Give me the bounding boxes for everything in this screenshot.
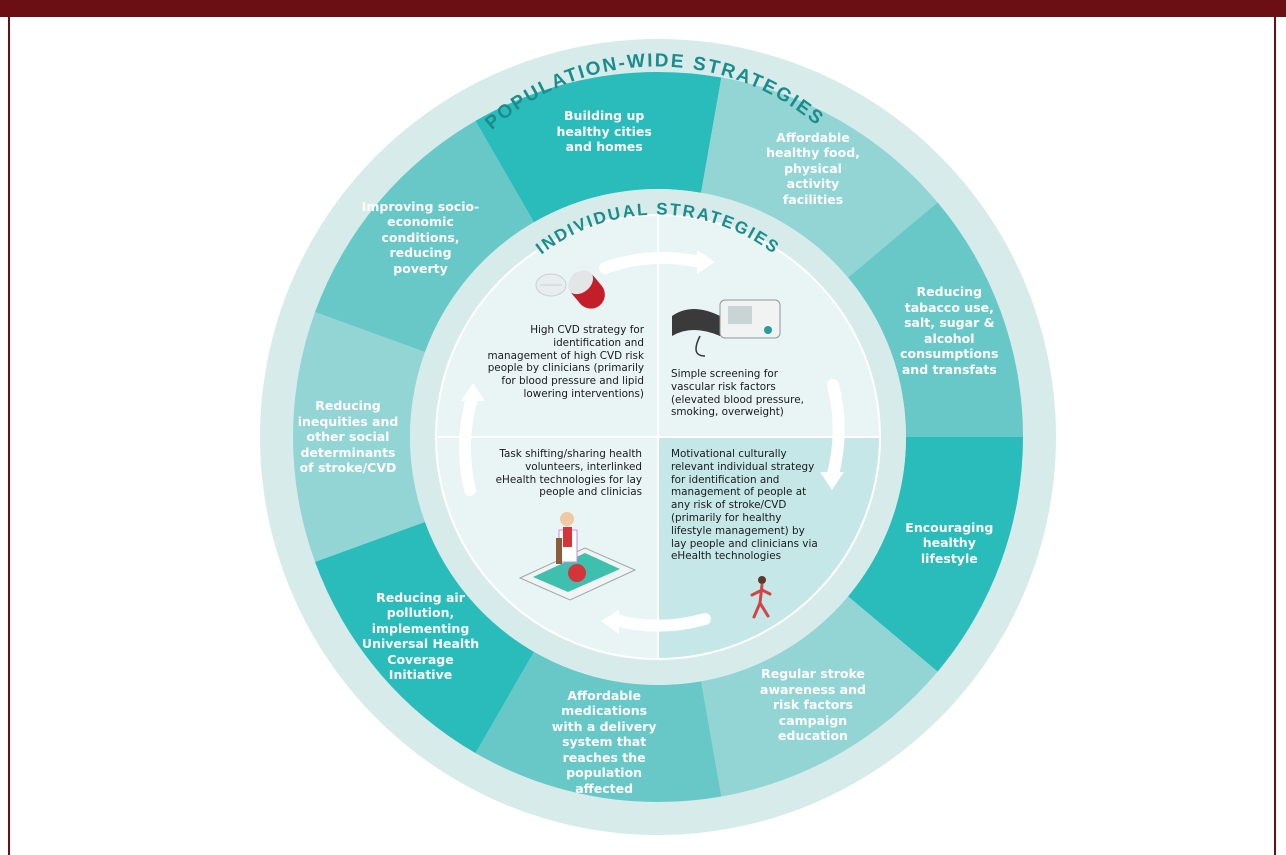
quadrant-bottom-right-text: Motivational culturally relevant individ… — [671, 448, 818, 563]
population-segment — [475, 71, 722, 223]
quadrant-bottom-right — [657, 436, 882, 661]
population-segment — [475, 651, 722, 803]
population-segment — [701, 596, 938, 797]
population-strategy-label: Reducing inequities and other social det… — [297, 398, 399, 475]
cycle-arrowheads — [461, 250, 844, 634]
pills-icon — [535, 270, 605, 309]
population-strategy-label: Regular stroke awareness and risk factor… — [760, 666, 866, 744]
quadrant-top-right-text: Simple screening for vascular risk facto… — [671, 368, 804, 419]
population-segment — [315, 120, 534, 353]
population-strategy-label: Affordable medications with a delivery s… — [551, 687, 657, 796]
population-strategy-label: Affordable healthy food, physical activi… — [766, 129, 860, 207]
top-band — [0, 0, 1286, 17]
quadrant-top-left-text: High CVD strategy for identification and… — [487, 324, 644, 400]
population-segment — [847, 202, 1023, 437]
population-segment — [293, 312, 425, 562]
population-segment — [315, 521, 534, 754]
blood-pressure-monitor-icon — [672, 299, 781, 357]
quadrant-bottom-left — [434, 436, 659, 661]
population-strategy-label: Improving socio-economic conditions, red… — [361, 198, 480, 276]
population-strategy-label: Building up healthy cities and homes — [556, 108, 652, 155]
population-segment — [847, 437, 1023, 672]
runner-icon — [750, 576, 772, 619]
population-strategy-label: Encouraging healthy lifestyle — [905, 519, 994, 566]
population-strategy-label: Reducing tabacco use, salt, sugar & alco… — [900, 284, 999, 377]
population-strategy-label: Reducing air pollution, implementing Uni… — [361, 589, 480, 683]
population-segments — [293, 71, 1023, 803]
figure-frame — [8, 17, 1276, 855]
quadrant-bottom-left-text: Task shifting/sharing health volunteers,… — [495, 448, 642, 499]
individual-quadrants — [434, 213, 882, 661]
clinician-tablet-icon — [518, 512, 637, 601]
cycle-arrow-icon — [459, 251, 845, 632]
population-segment — [701, 77, 938, 278]
